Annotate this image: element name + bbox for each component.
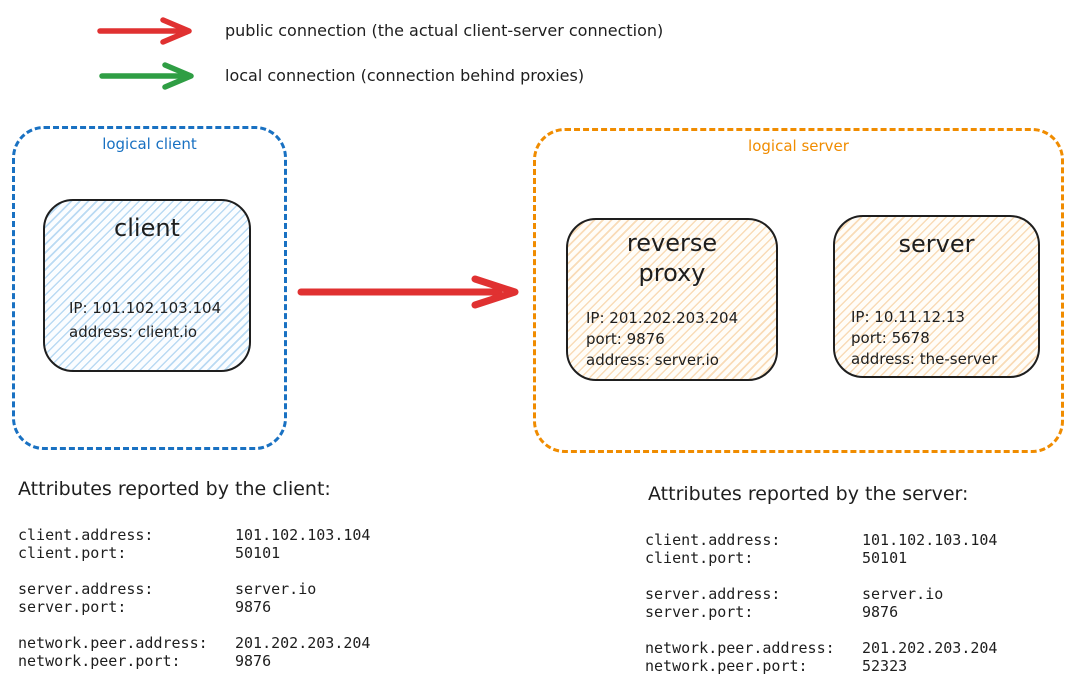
attr-row: client.port: 50101 (645, 549, 997, 567)
attr-value: 9876 (235, 598, 272, 616)
reverse-proxy-port: port: 9876 (586, 330, 665, 348)
local-connection-legend-label: local connection (connection behind prox… (225, 66, 585, 85)
reverse-proxy-node-info: IP: 201.202.203.204 port: 9876 address: … (586, 308, 738, 371)
reverse-proxy-ip: IP: 201.202.203.204 (586, 309, 739, 327)
client-to-server-arrow-icon (297, 275, 529, 309)
attr-row: server.address: server.io (18, 580, 370, 598)
attr-row: network.peer.address: 201.202.203.204 (18, 634, 370, 652)
client-node-ip: IP: 101.102.103.104 (69, 299, 222, 317)
logical-server-label: logical server (748, 137, 849, 155)
attr-row: client.address: 101.102.103.104 (18, 526, 370, 544)
logical-server-group: logical server reverse proxy IP: 201.202… (533, 128, 1064, 453)
attr-key: server.address: (18, 580, 154, 598)
attr-value: 101.102.103.104 (862, 531, 998, 549)
server-node-title: server (898, 230, 975, 258)
server-node-info: IP: 10.11.12.13 port: 5678 address: the-… (851, 307, 997, 370)
attr-key: network.peer.address: (645, 639, 835, 657)
attr-value: 201.202.203.204 (235, 634, 371, 652)
attr-key: server.port: (645, 603, 754, 621)
server-attr-group-network-peer: network.peer.address: 201.202.203.204 ne… (645, 639, 997, 675)
attr-value: 201.202.203.204 (862, 639, 998, 657)
attr-row: server.address: server.io (645, 585, 997, 603)
attr-value: 9876 (862, 603, 899, 621)
server-node-port: port: 5678 (851, 329, 930, 347)
reverse-proxy-node: reverse proxy IP: 201.202.203.204 port: … (566, 218, 778, 381)
attr-row: server.port: 9876 (18, 598, 370, 616)
logical-client-group: logical client client IP: 101.102.103.10… (12, 126, 287, 450)
server-attributes-heading: Attributes reported by the server: (648, 483, 969, 505)
attr-row: client.address: 101.102.103.104 (645, 531, 997, 549)
client-node-address: address: client.io (69, 323, 198, 341)
attr-value: 50101 (862, 549, 908, 567)
server-node-ip: IP: 10.11.12.13 (851, 308, 965, 326)
attr-key: client.port: (18, 544, 127, 562)
attr-row: server.port: 9876 (645, 603, 997, 621)
reverse-proxy-node-title: reverse proxy (626, 229, 718, 287)
client-attr-group-server: server.address: server.io server.port: 9… (18, 580, 370, 616)
client-attributes-heading: Attributes reported by the client: (18, 478, 331, 500)
attr-row: client.port: 50101 (18, 544, 370, 562)
client-node-title: client (114, 214, 180, 242)
client-node-info: IP: 101.102.103.104 address: client.io (69, 296, 221, 344)
attr-key: client.address: (18, 526, 154, 544)
attr-value: 52323 (862, 657, 908, 675)
attr-key: client.address: (645, 531, 781, 549)
client-node: client IP: 101.102.103.104 address: clie… (43, 199, 251, 372)
server-attr-group-client: client.address: 101.102.103.104 client.p… (645, 531, 997, 567)
public-connection-arrow-icon (97, 17, 203, 45)
server-node-address: address: the-server (851, 350, 998, 368)
attr-row: network.peer.port: 9876 (18, 652, 370, 670)
server-attr-group-server: server.address: server.io server.port: 9… (645, 585, 997, 621)
attr-value: 9876 (235, 652, 272, 670)
attr-row: network.peer.port: 52323 (645, 657, 997, 675)
client-attributes-list: client.address: 101.102.103.104 client.p… (18, 526, 370, 688)
attr-key: network.peer.address: (18, 634, 208, 652)
attr-key: network.peer.port: (18, 652, 181, 670)
attr-row: network.peer.address: 201.202.203.204 (645, 639, 997, 657)
local-connection-arrow-icon (99, 62, 205, 90)
client-attr-group-network-peer: network.peer.address: 201.202.203.204 ne… (18, 634, 370, 670)
attr-key: client.port: (645, 549, 754, 567)
attr-key: network.peer.port: (645, 657, 808, 675)
attr-value: server.io (862, 585, 944, 603)
attr-key: server.address: (645, 585, 781, 603)
attr-value: 101.102.103.104 (235, 526, 371, 544)
attr-value: 50101 (235, 544, 281, 562)
server-node: server IP: 10.11.12.13 port: 5678 addres… (833, 215, 1040, 378)
attr-key: server.port: (18, 598, 127, 616)
client-attr-group-client: client.address: 101.102.103.104 client.p… (18, 526, 370, 562)
logical-client-label: logical client (102, 135, 197, 153)
attr-value: server.io (235, 580, 317, 598)
server-attributes-list: client.address: 101.102.103.104 client.p… (645, 531, 997, 691)
reverse-proxy-address: address: server.io (586, 351, 719, 369)
public-connection-legend-label: public connection (the actual client-ser… (225, 21, 664, 40)
